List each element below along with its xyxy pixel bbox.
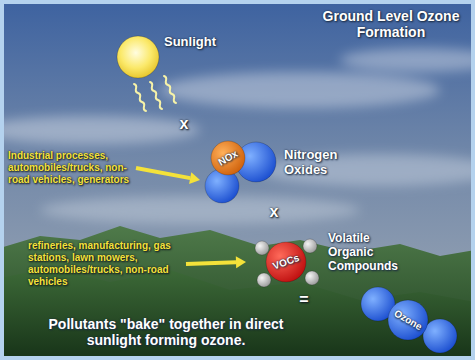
shape	[116, 35, 160, 79]
operator-symbol: x	[264, 202, 284, 221]
nox-molecule: NOxNitrogen Oxides	[200, 136, 280, 206]
atom	[257, 273, 271, 287]
operator-symbol: x	[174, 114, 194, 133]
shape	[200, 136, 280, 206]
node-label: Volatile Organic Compounds	[328, 232, 408, 273]
operator-symbol: =	[294, 290, 314, 309]
atom	[303, 239, 317, 253]
atom	[117, 36, 159, 78]
atom	[423, 319, 457, 353]
far-mountains	[0, 226, 475, 360]
sun: Sunlight	[116, 35, 160, 79]
diagram-title: Ground Level Ozone Formation	[322, 8, 460, 40]
source-list: Industrial processes, automobiles/trucks…	[8, 150, 130, 186]
atom	[266, 242, 306, 282]
source-arrow	[186, 262, 236, 264]
ozone-molecule: Ozone	[352, 284, 462, 356]
ray	[134, 84, 146, 111]
clouds	[0, 48, 475, 224]
ray	[164, 76, 176, 103]
atom	[388, 300, 428, 340]
ray	[150, 82, 162, 109]
atom	[255, 241, 269, 255]
node-label: Sunlight	[164, 35, 244, 50]
arrow-head	[189, 172, 200, 184]
source-arrow	[136, 168, 190, 178]
arrow-head	[236, 256, 246, 268]
near-hills	[0, 268, 475, 360]
voc-molecule: VOCsVolatile Organic Compounds	[252, 232, 322, 292]
sunlight-rays	[134, 76, 176, 111]
atom	[305, 271, 319, 285]
node-label: Nitrogen Oxides	[284, 148, 356, 178]
caption: Pollutants "bake" together in direct sun…	[36, 316, 296, 348]
atom	[211, 141, 245, 175]
source-list: refineries, manufacturing, gas stations,…	[28, 240, 180, 288]
